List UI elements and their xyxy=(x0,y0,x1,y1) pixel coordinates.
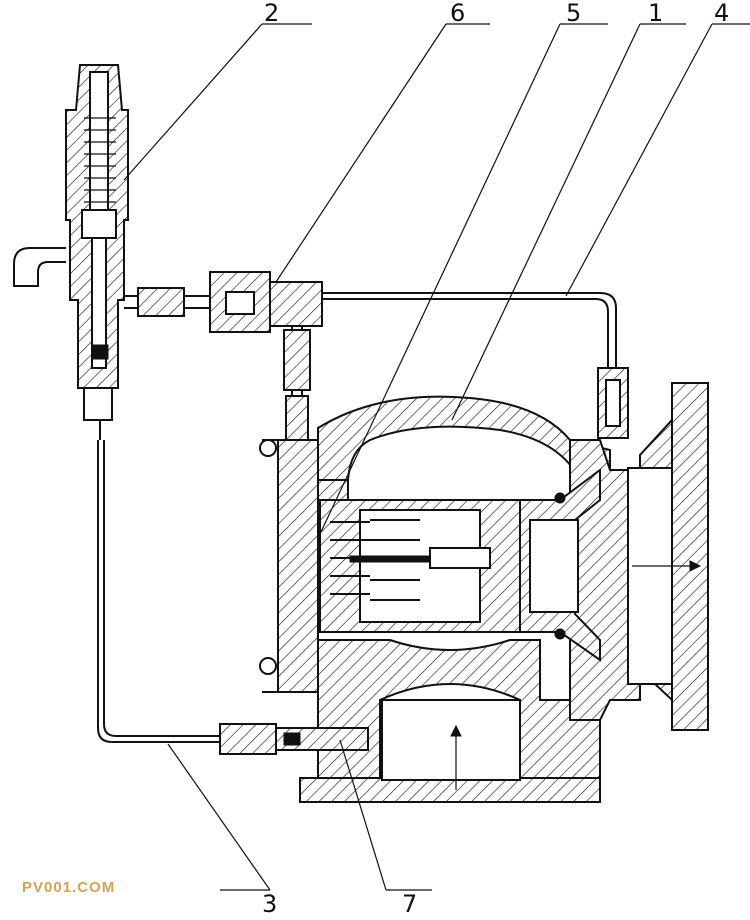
callout-5: 5 xyxy=(566,0,581,27)
riser-fitting xyxy=(597,367,629,439)
callout-3: 3 xyxy=(262,890,277,918)
callout-7: 7 xyxy=(402,890,417,918)
lower-fitting xyxy=(219,723,369,755)
callout-2: 2 xyxy=(264,0,279,27)
callout-6: 6 xyxy=(450,0,465,27)
pilot-valve xyxy=(13,64,129,440)
flow-arrows xyxy=(450,560,702,790)
callout-1: 1 xyxy=(648,0,663,27)
tee-fitting xyxy=(209,271,323,333)
tubing xyxy=(97,287,617,743)
callout-4: 4 xyxy=(714,0,729,27)
piston-assembly xyxy=(319,468,601,662)
watermark: PV001.COM xyxy=(22,879,115,896)
leader-lines xyxy=(123,23,750,891)
